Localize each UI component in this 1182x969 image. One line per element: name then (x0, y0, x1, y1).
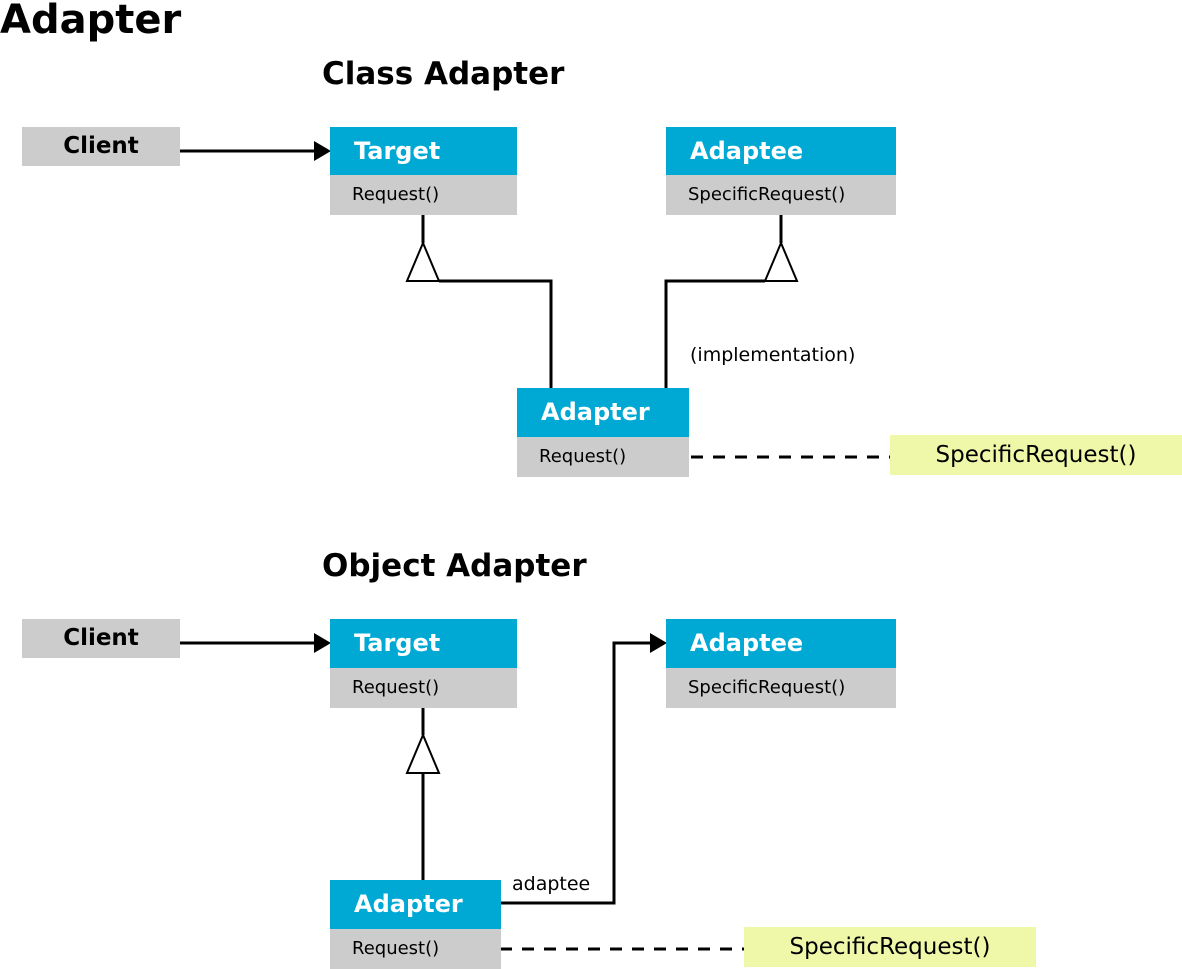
class-adaptee-header: Adaptee (666, 127, 896, 175)
object-client-target-association (180, 633, 331, 653)
class-adaptee-operation: SpecificRequest() (666, 175, 896, 215)
object-note-connector (475, 940, 745, 958)
object-adapter-title: Object Adapter (322, 548, 587, 584)
adaptee-association-label: adaptee (512, 873, 591, 895)
object-adaptee-operation: SpecificRequest() (666, 668, 896, 708)
class-note-connector (661, 447, 890, 465)
object-note: SpecificRequest() (744, 927, 1036, 967)
object-client-box: Client (22, 619, 180, 658)
class-note: SpecificRequest() (890, 435, 1182, 475)
implementation-label: (implementation) (690, 344, 856, 366)
class-adapter-title: Class Adapter (322, 56, 565, 92)
class-adapter-operation: Request() (517, 437, 689, 477)
class-client-target-association (180, 141, 331, 161)
page-title: Adapter (0, 0, 182, 43)
object-adapter-adaptee-association (499, 633, 667, 905)
class-client-box: Client (22, 127, 180, 166)
object-target-operation: Request() (330, 668, 517, 708)
object-adapter-operation: Request() (330, 929, 501, 969)
object-target-header: Target (330, 619, 517, 668)
class-adapter-target-generalization (405, 214, 553, 388)
class-adapter-header: Adapter (517, 388, 689, 437)
object-adaptee-header: Adaptee (666, 619, 896, 668)
class-target-header: Target (330, 127, 517, 175)
class-adapter-adaptee-generalization (664, 214, 799, 388)
object-adapter-target-generalization (405, 706, 441, 881)
class-target-operation: Request() (330, 175, 517, 215)
object-adapter-header: Adapter (330, 880, 501, 929)
